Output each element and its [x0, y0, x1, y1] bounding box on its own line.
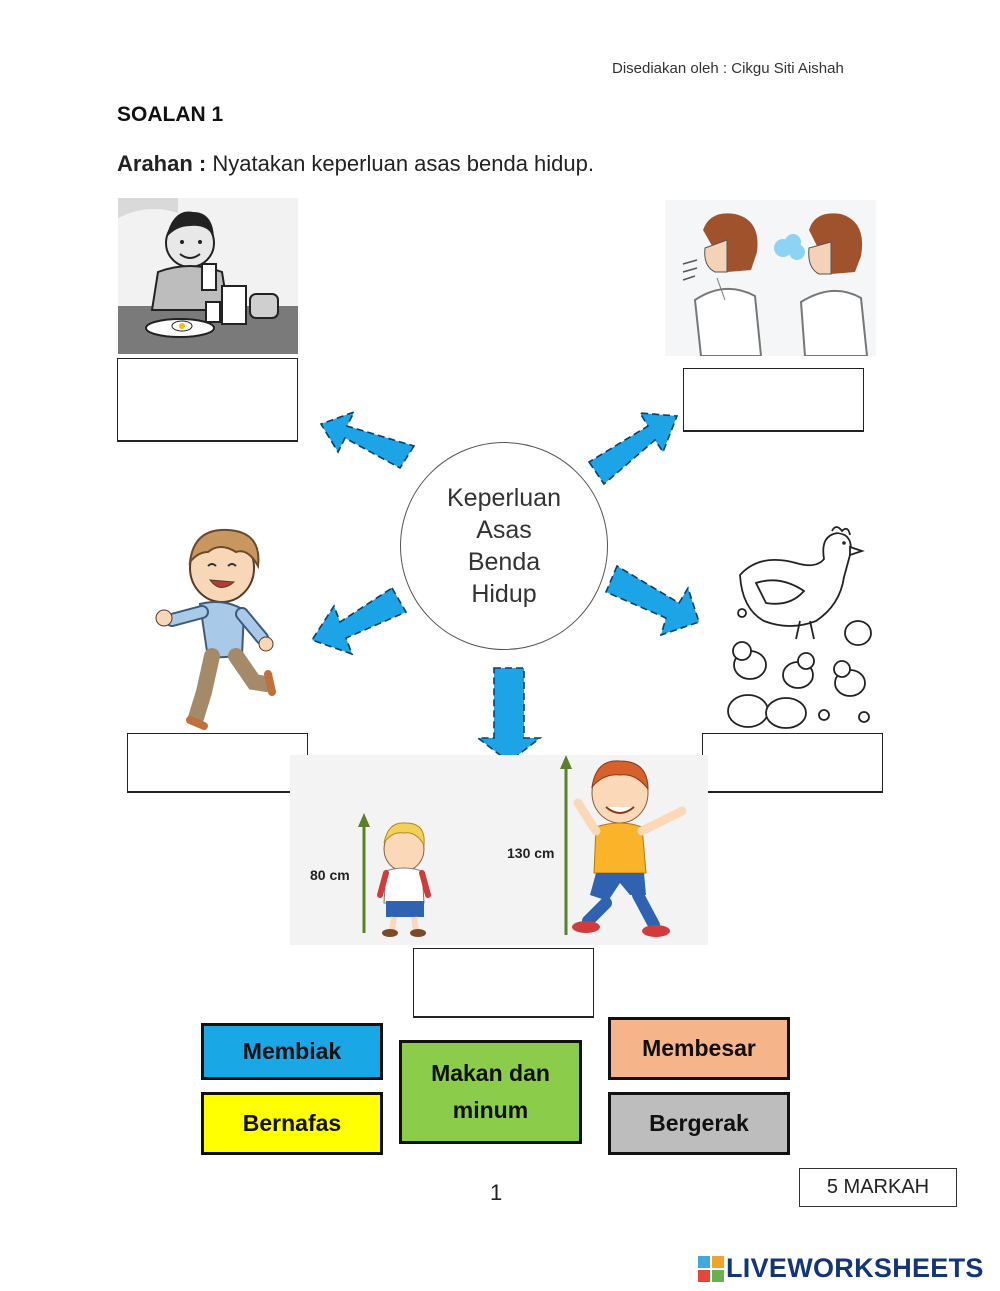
- arrow-down-left: [310, 586, 408, 656]
- answer-box-eating[interactable]: [117, 358, 298, 442]
- reproducing-picture: [720, 525, 880, 730]
- center-line: Benda: [467, 548, 541, 576]
- instruction: Arahan : Nyatakan keperluan asas benda h…: [117, 151, 594, 177]
- answer-box-breathing[interactable]: [683, 368, 864, 432]
- center-line: Hidup: [471, 580, 537, 608]
- running-picture: [150, 522, 280, 732]
- center-topic: Keperluan Asas Benda Hidup: [400, 442, 608, 650]
- center-line: Asas: [476, 516, 532, 544]
- option-bergerak[interactable]: Bergerak: [608, 1092, 790, 1155]
- option-bernafas[interactable]: Bernafas: [201, 1092, 383, 1155]
- breathing-picture: [665, 200, 876, 357]
- height-label-small: 80 cm: [310, 867, 350, 883]
- marks-box: 5 MARKAH: [799, 1168, 957, 1207]
- answer-box-reproducing[interactable]: [702, 733, 883, 793]
- height-label-tall: 130 cm: [507, 845, 555, 861]
- option-membesar[interactable]: Membesar: [608, 1017, 790, 1080]
- answer-box-growing[interactable]: [413, 948, 594, 1018]
- liveworksheets-logo-icon: [698, 1255, 724, 1282]
- question-title: SOALAN 1: [117, 103, 224, 126]
- instruction-label: Arahan :: [117, 151, 207, 176]
- eating-picture: [118, 198, 298, 354]
- answer-box-moving[interactable]: [127, 733, 308, 793]
- option-makan-dan-minum[interactable]: Makan dan minum: [399, 1040, 582, 1144]
- arrow-up-left: [319, 410, 416, 470]
- arrow-down: [475, 667, 543, 764]
- brand-text: LIVEWORKSHEETS: [726, 1253, 984, 1283]
- option-membiak[interactable]: Membiak: [201, 1023, 383, 1080]
- arrow-down-right: [604, 564, 701, 637]
- author-credit: Disediakan oleh : Cikgu Siti Aishah: [612, 60, 844, 77]
- arrow-up-right: [587, 412, 679, 486]
- growth-picture: 80 cm 130 cm: [290, 755, 708, 945]
- center-line: Keperluan: [447, 484, 561, 512]
- brand-logo: LIVEWORKSHEETS: [698, 1253, 984, 1284]
- page-number: 1: [490, 1180, 503, 1205]
- instruction-text: Nyatakan keperluan asas benda hidup.: [212, 151, 594, 176]
